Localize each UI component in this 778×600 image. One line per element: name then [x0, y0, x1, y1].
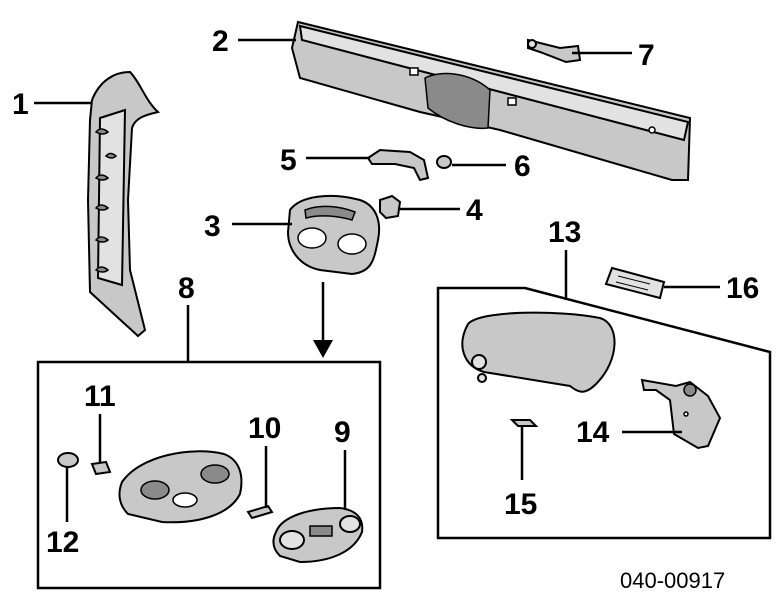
- callout-12: 12: [46, 526, 79, 559]
- assembly-arrow: [313, 282, 333, 358]
- callout-2: 2: [212, 25, 229, 58]
- leader-lines: [34, 38, 720, 522]
- part-6-cap: [436, 155, 452, 169]
- callout-14: 14: [576, 416, 610, 449]
- callout-11: 11: [84, 380, 116, 413]
- assembly-8-box: [36, 360, 382, 590]
- part-1-pillar-trim: [86, 70, 161, 338]
- part-9-lens: [272, 506, 364, 564]
- callout-10: 10: [248, 412, 281, 445]
- callout-9: 9: [334, 416, 351, 449]
- callout-6: 6: [514, 150, 531, 183]
- lamp-housing: [118, 450, 243, 524]
- diagram-code: 040-00917: [620, 568, 725, 593]
- callout-8: 8: [178, 272, 195, 305]
- callout-7: 7: [638, 39, 655, 72]
- part-15-clip: [509, 419, 539, 427]
- callout-15: 15: [504, 488, 537, 521]
- callout-5: 5: [280, 144, 297, 177]
- callout-3: 3: [204, 210, 221, 243]
- part-5-bracket: [366, 148, 430, 182]
- callout-4: 4: [466, 194, 483, 227]
- callout-16: 16: [726, 272, 759, 305]
- part-14-visor-bracket: [640, 378, 722, 450]
- part-7-clip: [527, 38, 582, 64]
- part-12-bulb: [57, 452, 79, 468]
- part-2-header-panel: [290, 20, 692, 181]
- callout-13: 13: [548, 216, 581, 249]
- part-10-bulb: [246, 504, 274, 520]
- part-13-sun-visor: [461, 311, 616, 393]
- part-16-label: [604, 266, 666, 300]
- part-3-console-housing: [286, 194, 380, 276]
- assembly-13-box: [436, 286, 772, 540]
- callout-1: 1: [12, 88, 29, 121]
- part-4-clip: [379, 194, 402, 220]
- part-11-socket: [90, 460, 112, 476]
